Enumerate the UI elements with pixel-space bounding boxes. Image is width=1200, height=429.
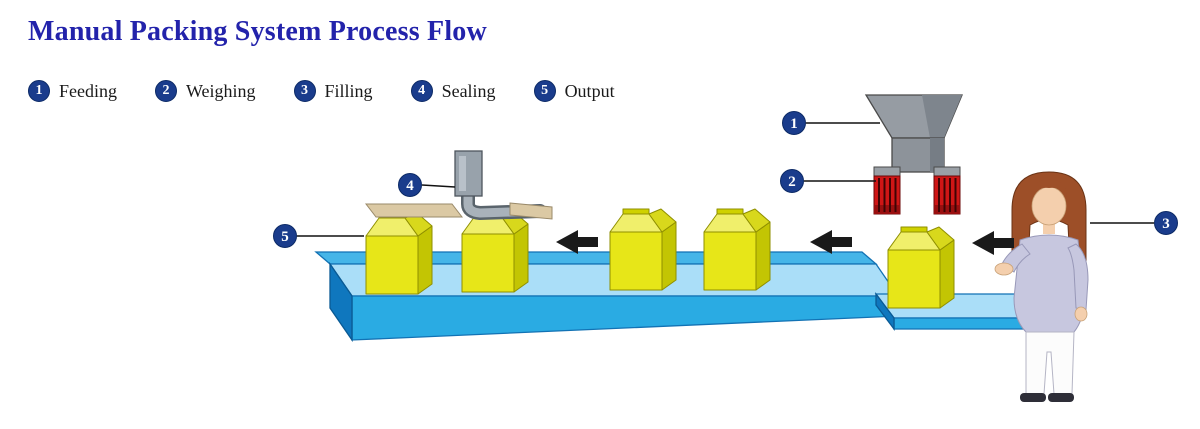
flow-arrow	[972, 231, 1014, 255]
operator-shoe-right	[1048, 393, 1074, 402]
callout-number: 1	[790, 116, 798, 132]
legend: 1 Feeding 2 Weighing 3 Filling 4 Sealing…	[28, 80, 615, 102]
sealer-head-highlight	[459, 156, 466, 191]
step-label: Sealing	[441, 80, 496, 101]
operator-left-hand	[994, 262, 1014, 276]
legend-item-weighing: 2 Weighing	[155, 80, 256, 102]
operator-shoe-left	[1020, 393, 1046, 402]
flow-arrow	[810, 230, 852, 254]
sealer-guide-plank	[509, 202, 553, 220]
callout-badge	[398, 173, 422, 197]
package-carton	[609, 208, 677, 291]
leader-line	[421, 184, 456, 188]
callout-filling: 3	[1090, 211, 1178, 235]
step-number-badge: 5	[533, 80, 556, 102]
callout-weighing: 2	[780, 169, 876, 193]
step-label: Output	[564, 80, 615, 101]
step-label: Feeding	[59, 80, 117, 101]
weigher-base	[874, 205, 900, 214]
sealing-machine	[364, 150, 553, 220]
weighing-head-left	[873, 166, 901, 215]
legend-item-feeding: 1 Feeding	[28, 80, 117, 102]
step-number-badge: 3	[293, 80, 316, 102]
conveyor-left-face	[329, 261, 353, 343]
operator-right-arm	[1067, 243, 1089, 311]
legend-item-sealing: 4 Sealing	[410, 80, 496, 102]
callout-badge	[782, 111, 806, 135]
operator-face	[1031, 186, 1067, 226]
step-number-badge: 4	[410, 80, 433, 102]
platform-left	[875, 292, 895, 331]
weigher-base	[934, 205, 960, 214]
operator-fringe	[1030, 179, 1068, 200]
callout-feeding: 1	[782, 111, 880, 135]
flow-arrow	[556, 230, 598, 254]
callout-number: 2	[788, 174, 796, 190]
feeding-hopper	[864, 94, 963, 173]
operator-right-hand	[1074, 306, 1088, 322]
operator	[994, 171, 1089, 402]
weighing-head-right	[933, 166, 961, 215]
package-carton-output	[365, 212, 433, 295]
sealer-arm	[463, 189, 545, 218]
callout-sealing: 4	[398, 173, 456, 197]
conveyor-front-face	[351, 295, 899, 341]
callout-badge	[780, 169, 804, 193]
legend-item-filling: 3 Filling	[293, 80, 373, 102]
callout-output: 5	[273, 224, 364, 248]
package-carton-filling	[887, 226, 955, 309]
output-plank	[364, 203, 464, 218]
callout-badge	[1154, 211, 1178, 235]
step-label: Weighing	[186, 80, 256, 101]
weigher-grill	[938, 178, 957, 212]
weigher-grill	[878, 178, 897, 212]
callout-number: 5	[281, 229, 289, 245]
package-carton	[703, 208, 771, 291]
step-number-badge: 1	[28, 80, 50, 102]
step-number-badge: 2	[155, 80, 177, 102]
operator-pants	[1025, 331, 1075, 395]
callout-number: 3	[1162, 216, 1170, 232]
hopper-body-shade	[930, 138, 944, 172]
callout-number: 4	[406, 178, 414, 194]
callout-badge	[273, 224, 297, 248]
package-carton-sealing	[461, 210, 529, 293]
weigher-cap	[933, 166, 961, 177]
weigher-cap	[873, 166, 901, 177]
legend-item-output: 5 Output	[533, 80, 615, 102]
step-label: Filling	[324, 80, 373, 101]
page-title: Manual Packing System Process Flow	[28, 16, 487, 47]
hopper-funnel-shade	[922, 95, 962, 138]
